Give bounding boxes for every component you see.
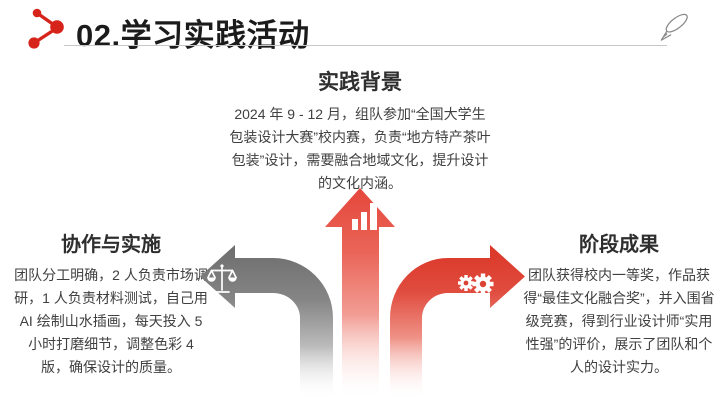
section-practice-background: 实践背景 2024 年 9 - 12 月，组队参加“全国大学生包装设计大赛”校内… [228, 66, 492, 195]
three-direction-arrows-diagram [200, 188, 525, 402]
pen-icon [660, 13, 688, 41]
share-network-icon [28, 8, 64, 49]
section-body: 2024 年 9 - 12 月，组队参加“全国大学生包装设计大赛”校内赛，负责“… [229, 106, 491, 191]
section-body: 团队获得校内一等奖，作品获得“最佳文化融合奖”，并入围省级竞赛，得到行业设计师“… [523, 267, 715, 375]
gears-icon [458, 273, 494, 295]
section-title: 实践背景 [318, 71, 402, 94]
scales-icon [207, 264, 237, 293]
page-title: 02.学习实践活动 [76, 18, 310, 53]
collaboration-arrow [200, 245, 333, 402]
section-results: 阶段成果 团队获得校内一等奖，作品获得“最佳文化融合奖”，并入围省级竞赛，得到行… [522, 228, 716, 379]
section-title: 阶段成果 [579, 234, 659, 256]
section-body: 团队分工明确，2 人负责市场调研，1 人负责材料测试，自己用 AI 绘制山水插画… [14, 267, 208, 375]
section-title: 协作与实施 [61, 234, 161, 256]
bar-chart-icon [352, 203, 377, 230]
section-collaboration: 协作与实施 团队分工明确，2 人负责市场调研，1 人负责材料测试，自己用 AI … [14, 228, 208, 379]
title-underline [64, 45, 667, 46]
results-arrow [390, 245, 525, 402]
background-arrow [325, 188, 395, 402]
